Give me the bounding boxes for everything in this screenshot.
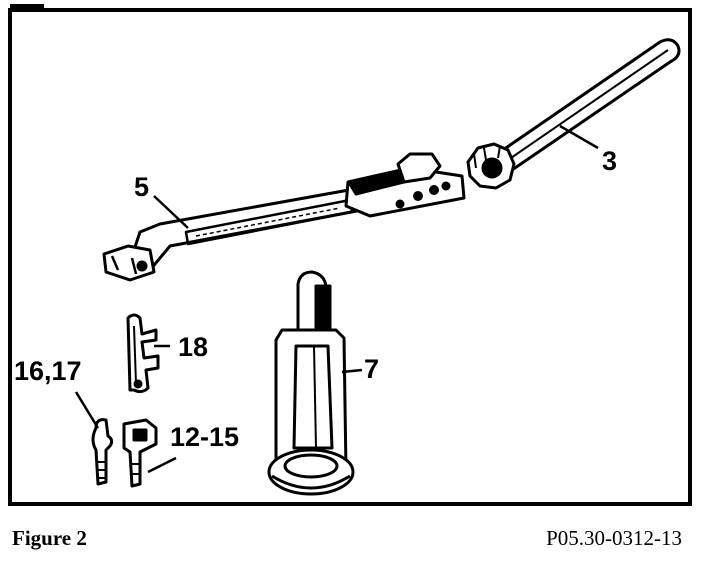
bracket-part-18 — [126, 313, 160, 394]
rod-part-3 — [466, 38, 681, 190]
leader-part-5 — [153, 195, 189, 229]
leader-part-16-17 — [74, 391, 100, 429]
clamp-part-12-15 — [122, 418, 158, 488]
corner-mark — [10, 4, 44, 9]
figure-frame — [8, 8, 692, 506]
leader-part-7 — [341, 368, 363, 374]
leader-lines — [74, 124, 599, 474]
leader-part-12-15 — [147, 456, 177, 474]
callout-part-7: 7 — [364, 354, 379, 384]
bar-part-5 — [102, 152, 466, 282]
callout-part-16-17: 16,17 — [14, 356, 82, 386]
figure-caption: Figure 2 — [12, 526, 87, 550]
callout-part-5: 5 — [134, 172, 149, 202]
callout-part-12-15: 12-15 — [170, 422, 239, 452]
callout-part-18: 18 — [178, 332, 208, 362]
stand-part-7 — [267, 270, 355, 496]
callout-part-3: 3 — [602, 146, 617, 176]
leader-part-3 — [559, 124, 599, 150]
figure-reference-code: P05.30-0312-13 — [546, 526, 682, 550]
hook-part-16-17 — [91, 418, 114, 486]
